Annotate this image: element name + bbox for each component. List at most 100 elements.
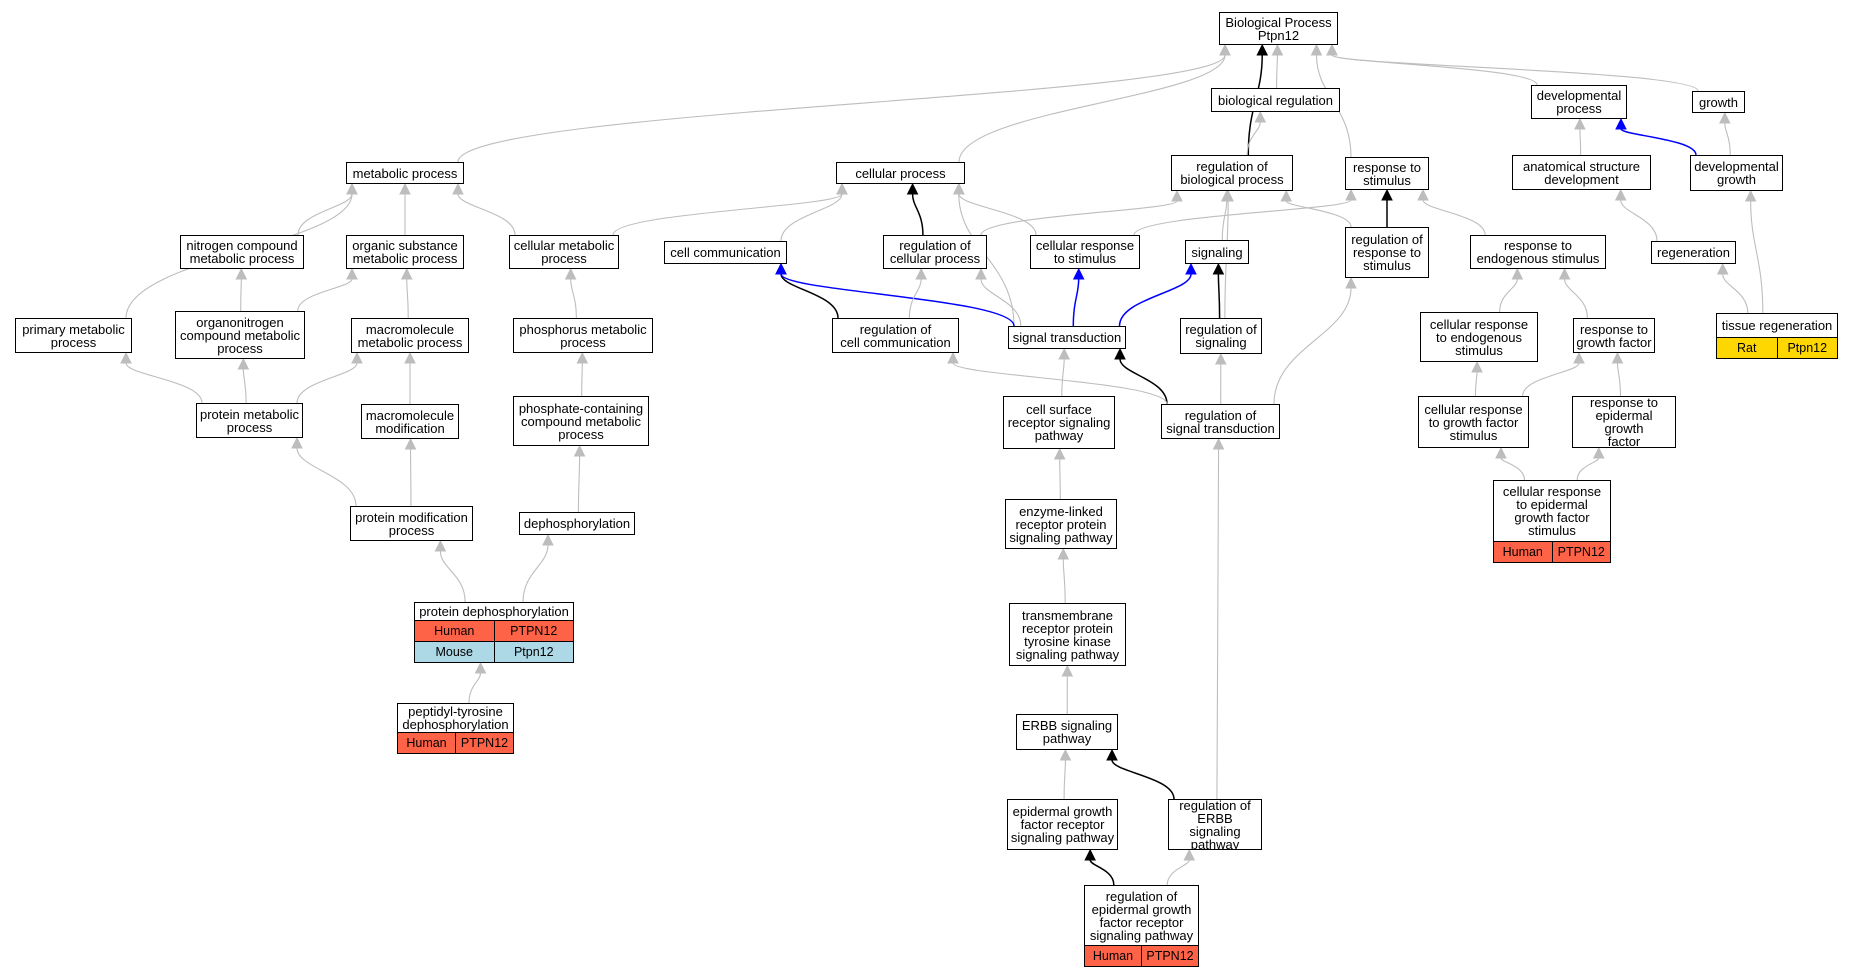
go-term-pmp[interactable]: primary metabolic process <box>15 318 132 353</box>
edge-st-to-sig <box>1118 262 1197 327</box>
go-term-regsig[interactable]: regulation of signaling <box>1180 318 1262 354</box>
edge-csrsp-to-st <box>1058 347 1071 397</box>
edge-line <box>125 362 203 404</box>
go-term-egfr[interactable]: epidermal growth factor receptor signali… <box>1007 799 1118 850</box>
go-term-regegfr[interactable]: regulation of epidermal growth factor re… <box>1084 885 1199 946</box>
go-term-regcp[interactable]: regulation of cellular process <box>883 235 987 269</box>
go-term-pmod[interactable]: protein modification process <box>350 506 473 541</box>
edge-line <box>908 278 922 319</box>
go-term-sig[interactable]: signaling <box>1185 240 1249 264</box>
edge-st-to-ccom <box>775 262 1015 327</box>
go-term-ncmp[interactable]: nitrogen compound metabolic process <box>180 235 304 269</box>
edge-arrowhead <box>399 182 411 195</box>
go-term-bp[interactable]: Biological Process Ptpn12 <box>1219 12 1338 45</box>
edge-line <box>570 278 577 319</box>
edge-mmod-to-mmp <box>404 351 416 404</box>
go-term-met[interactable]: metabolic process <box>346 162 464 184</box>
gene-label: PTPN12 <box>493 621 574 641</box>
gene-label: PTPN12 <box>1141 946 1198 966</box>
go-term-deph[interactable]: dephosphorylation <box>519 512 635 535</box>
edge-line <box>911 193 924 236</box>
gene-label: Ptpn12 <box>1776 338 1838 358</box>
go-term-ptdeph[interactable]: peptidyl-tyrosine dephosphorylation <box>397 703 514 733</box>
edge-arrowhead <box>576 351 589 364</box>
edge-arrowhead <box>346 267 358 280</box>
go-term-mmp[interactable]: macromolecule metabolic process <box>351 318 469 353</box>
go-term-osmp[interactable]: organic substance metabolic process <box>346 235 464 269</box>
go-term-cres[interactable]: cellular response to endogenous stimulus <box>1420 312 1538 362</box>
go-term-asd[interactable]: anatomical structure development <box>1512 155 1651 190</box>
edge-arrowhead <box>1716 262 1729 275</box>
go-term-growth[interactable]: growth <box>1692 91 1745 113</box>
go-term-trptk[interactable]: transmembrane receptor protein tyrosine … <box>1009 603 1126 666</box>
edge-line <box>1564 278 1588 319</box>
edge-arrowhead <box>1185 262 1197 275</box>
edge-arrowhead <box>474 661 487 674</box>
edge-arrowhead <box>404 351 416 364</box>
go-term-protmp[interactable]: protein metabolic process <box>196 403 303 438</box>
edge-arrowhead <box>1615 117 1627 130</box>
go-term-elrp[interactable]: enzyme-linked receptor protein signaling… <box>1005 499 1117 549</box>
edge-line <box>457 193 516 236</box>
go-term-pdeph[interactable]: protein dephosphorylation <box>414 602 574 621</box>
edge-crgf-to-rgf <box>1522 351 1585 397</box>
edge-elrp-to-csrsp <box>1053 447 1066 500</box>
go-term-regcc[interactable]: regulation of cell communication <box>832 318 959 353</box>
go-term-crego[interactable]: cellular response to epidermal growth fa… <box>1493 480 1611 542</box>
go-term-regerbb[interactable]: regulation of ERBB signaling pathway <box>1168 799 1262 850</box>
edge-line <box>468 672 482 704</box>
go-term-regst[interactable]: regulation of signal transduction <box>1161 404 1280 439</box>
go-term-regbp[interactable]: regulation of biological process <box>1171 155 1293 191</box>
edge-protmp-to-oncmp <box>237 357 250 404</box>
edge-arrowhead <box>1084 848 1096 861</box>
edge-arrowhead <box>1053 447 1066 460</box>
go-term-oncmp[interactable]: organonitrogen compound metabolic proces… <box>175 311 305 359</box>
go-term-regen[interactable]: regeneration <box>1651 241 1736 264</box>
edge-deph-to-pccmp <box>573 444 586 513</box>
edge-arrowhead <box>542 533 554 546</box>
edge-crgf-to-cres <box>1471 360 1483 397</box>
go-term-mmod[interactable]: macromolecule modification <box>361 404 459 439</box>
go-term-csrsp[interactable]: cell surface receptor signaling pathway <box>1003 396 1115 449</box>
go-term-dev[interactable]: developmental process <box>1531 85 1627 119</box>
go-term-pccmp[interactable]: phosphate-containing compound metabolic … <box>513 396 649 446</box>
edge-arrowhead <box>1511 267 1524 280</box>
edge-devg-to-dev <box>1615 117 1697 156</box>
edge-regst-to-regrs <box>1273 276 1357 405</box>
species-label: Human <box>434 624 475 638</box>
edge-line <box>297 193 353 236</box>
go-term-ccom[interactable]: cell communication <box>664 241 787 264</box>
edge-line <box>1119 358 1168 405</box>
edge-arrowhead <box>346 182 358 195</box>
edge-arrowhead <box>947 351 959 364</box>
go-term-crgf[interactable]: cellular response to growth factor stimu… <box>1418 396 1529 448</box>
go-term-regrs[interactable]: regulation of response to stimulus <box>1345 227 1429 278</box>
go-term-phmp[interactable]: phosphorus metabolic process <box>513 318 653 353</box>
edge-line <box>1620 199 1658 242</box>
go-term-devg[interactable]: developmental growth <box>1690 155 1783 191</box>
edge-arrowhead <box>1345 276 1357 289</box>
go-term-crs[interactable]: cellular response to stimulus <box>1030 235 1140 269</box>
go-term-resp[interactable]: response to stimulus <box>1345 157 1429 190</box>
go-term-breg[interactable]: biological regulation <box>1211 88 1340 112</box>
go-term-cell[interactable]: cellular process <box>836 162 965 184</box>
go-term-erbb[interactable]: ERBB signaling pathway <box>1016 714 1118 750</box>
go-term-rgf[interactable]: response to growth factor <box>1573 318 1655 353</box>
edge-line <box>952 362 1168 405</box>
edge-line <box>1422 199 1486 236</box>
edge-arrowhead <box>836 182 848 195</box>
edge-line <box>1500 457 1526 481</box>
edge-line <box>1061 358 1065 397</box>
edge-arrowhead <box>1558 267 1571 280</box>
edge-regen-to-asd <box>1614 188 1658 242</box>
go-term-treg[interactable]: tissue regeneration <box>1716 313 1838 338</box>
edge-st-to-crs <box>1072 267 1085 327</box>
edge-arrowhead <box>1171 189 1183 202</box>
go-term-cmp[interactable]: cellular metabolic process <box>509 235 619 269</box>
go-term-regf[interactable]: response to epidermal growth factor <box>1572 396 1676 448</box>
go-term-st[interactable]: signal transduction <box>1008 326 1126 349</box>
edge-arrowhead <box>237 357 250 370</box>
go-term-res[interactable]: response to endogenous stimulus <box>1470 235 1606 269</box>
